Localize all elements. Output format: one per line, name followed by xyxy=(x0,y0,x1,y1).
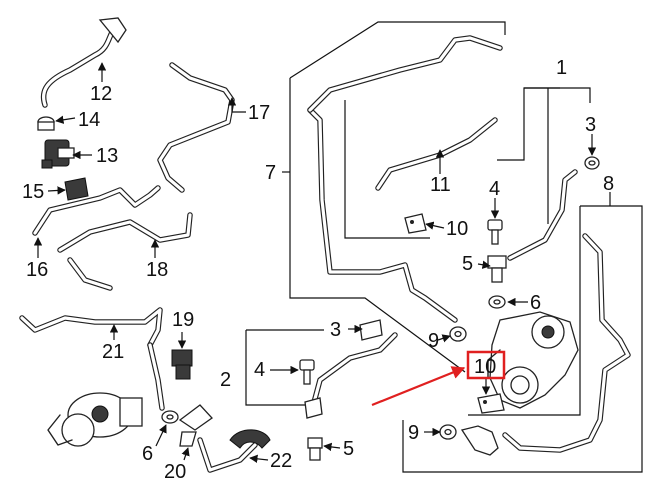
part-3-gasket-middle xyxy=(359,319,383,341)
part-7-pipe xyxy=(307,35,503,323)
part-19-sensor xyxy=(171,349,193,380)
part-10-gasket-lower xyxy=(477,393,505,414)
part-9-washer-upper xyxy=(449,326,467,342)
part-14-clip xyxy=(37,116,55,131)
callout-21: 21 xyxy=(102,341,124,363)
part-6-washer-left xyxy=(161,410,179,424)
part-15-connector xyxy=(64,177,89,201)
callout-3-right: 3 xyxy=(585,114,596,136)
part-12-hose xyxy=(40,17,127,108)
callout-12: 12 xyxy=(90,83,112,105)
callout-3-middle: 3 xyxy=(330,319,341,341)
turbocharger-main xyxy=(487,311,579,409)
turbo-small xyxy=(47,392,143,447)
callout-18: 18 xyxy=(146,259,168,281)
part-3-washer-right xyxy=(584,156,600,170)
part-21-pipe xyxy=(19,307,165,411)
callout-16: 16 xyxy=(26,259,48,281)
part-6-washer-right xyxy=(488,295,506,309)
callout-7: 7 xyxy=(265,162,276,184)
group-frame-8 xyxy=(402,205,643,473)
part-18-pipe xyxy=(57,212,193,291)
callout-labels: 1 2 3 3 4 4 5 5 6 6 7 8 9 9 10 10 11 12 … xyxy=(22,57,614,483)
callout-9-lower: 9 xyxy=(408,422,419,444)
callout-5-lower: 5 xyxy=(343,438,354,460)
callout-10-upper: 10 xyxy=(446,218,468,240)
callout-17: 17 xyxy=(248,102,270,124)
callout-9-upper: 9 xyxy=(428,330,439,352)
part-4-bolt-middle xyxy=(299,359,315,385)
callout-1: 1 xyxy=(556,57,567,79)
part-17-pipe xyxy=(157,62,235,193)
highlight-box xyxy=(466,350,506,380)
bracket-1 xyxy=(497,87,591,224)
callout-10-highlighted: 10 xyxy=(474,356,496,378)
callout-20: 20 xyxy=(164,461,186,483)
part-1-pipe xyxy=(507,169,578,261)
callout-2: 2 xyxy=(220,369,231,391)
highlight-arrow xyxy=(371,366,466,407)
callout-19: 19 xyxy=(172,309,194,331)
leader-lines xyxy=(33,62,611,464)
callout-8: 8 xyxy=(603,173,614,195)
part-4-bolt-right xyxy=(487,219,503,245)
callout-11: 11 xyxy=(430,174,451,196)
group-frame-7 xyxy=(289,21,506,373)
callout-4-right: 4 xyxy=(489,178,500,200)
callout-15: 15 xyxy=(22,181,44,203)
callout-5-right: 5 xyxy=(462,253,473,275)
part-10-gasket-upper xyxy=(404,213,427,234)
bracket-2 xyxy=(245,329,324,406)
part-8-fitting xyxy=(460,425,499,456)
callout-6-left: 6 xyxy=(142,443,153,465)
part-22-hose xyxy=(197,429,271,473)
part-9-washer-lower xyxy=(439,424,457,440)
part-5-union-right xyxy=(487,255,507,283)
part-16-pipe xyxy=(32,185,161,236)
callout-22: 22 xyxy=(270,450,292,472)
part-8-pipe xyxy=(502,233,631,453)
part-2-pipe xyxy=(304,332,398,419)
callout-6-right: 6 xyxy=(530,292,541,314)
highlight-callout-10 xyxy=(371,350,506,407)
part-13-solenoid xyxy=(41,139,75,169)
callout-4-middle: 4 xyxy=(254,359,265,381)
part-5-union-lower xyxy=(307,437,323,461)
callout-13: 13 xyxy=(96,145,118,167)
callout-14: 14 xyxy=(78,109,100,131)
part-20-bracket xyxy=(178,404,213,447)
